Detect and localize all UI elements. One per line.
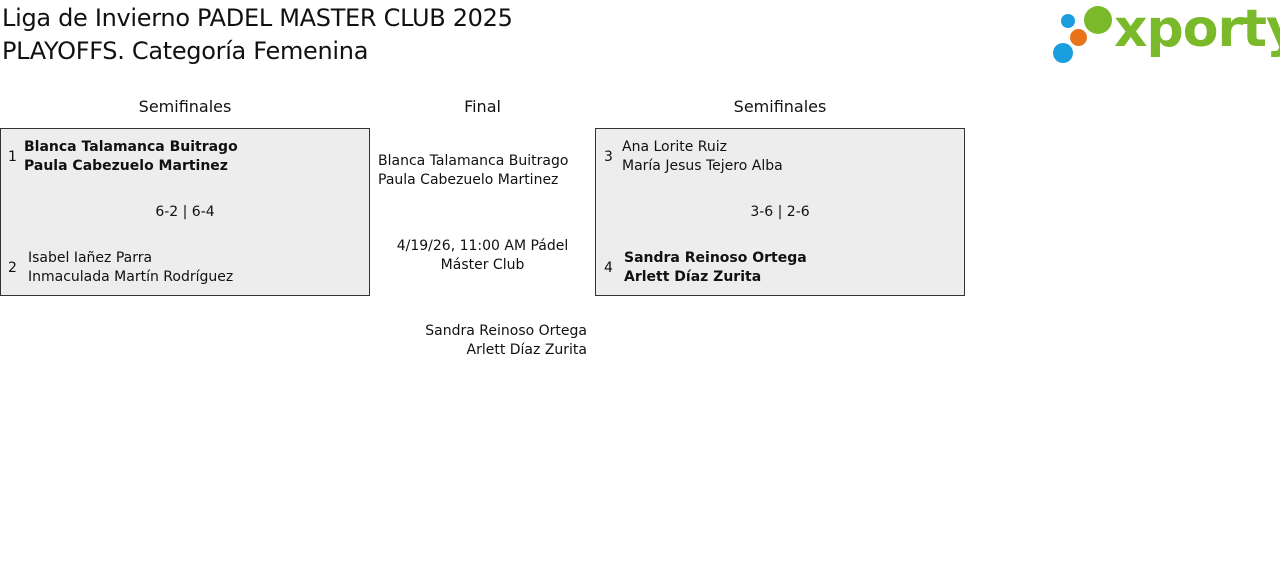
- final-team-bottom: Sandra Reinoso Ortega Arlett Díaz Zurita: [370, 322, 587, 360]
- player-name: Sandra Reinoso Ortega: [624, 250, 807, 266]
- page-subtitle: PLAYOFFS. Categoría Femenina: [2, 37, 369, 65]
- player-name: Inmaculada Martín Rodríguez: [28, 269, 234, 285]
- player-name: Arlett Díaz Zurita: [624, 269, 762, 285]
- player-name: Paula Cabezuelo Martinez: [378, 172, 559, 188]
- seed-number: 2: [8, 260, 17, 276]
- final-venue-cont: Máster Club: [440, 257, 525, 273]
- logo-dot-orange: [1070, 29, 1087, 46]
- final-team-top: Blanca Talamanca Buitrago Paula Cabezuel…: [378, 152, 568, 190]
- player-name: Sandra Reinoso Ortega: [425, 323, 587, 339]
- logo-dot-blue-large: [1053, 43, 1073, 63]
- semifinal-right-match: 3 Ana Lorite Ruiz María Jesus Tejero Alb…: [595, 128, 965, 296]
- page-title: Liga de Invierno PADEL MASTER CLUB 2025: [2, 4, 513, 32]
- right-semifinal-heading: Semifinales: [733, 97, 827, 116]
- player-name: María Jesus Tejero Alba: [622, 158, 783, 174]
- seed-number: 1: [8, 149, 17, 165]
- player-name: Blanca Talamanca Buitrago: [378, 153, 569, 169]
- logo-dot-blue-small: [1061, 14, 1075, 28]
- left-semifinal-heading: Semifinales: [138, 97, 232, 116]
- match-score: 6-2 | 6-4: [155, 204, 215, 220]
- seed-number: 4: [604, 260, 613, 276]
- team-loser: Isabel Iañez Parra Inmaculada Martín Rod…: [28, 249, 233, 287]
- player-name: Ana Lorite Ruiz: [622, 139, 728, 155]
- team-winner: Sandra Reinoso Ortega Arlett Díaz Zurita: [624, 249, 807, 287]
- player-name: Blanca Talamanca Buitrago: [24, 139, 238, 155]
- seed-number: 3: [604, 149, 613, 165]
- match-score: 3-6 | 2-6: [750, 204, 810, 220]
- final-date-venue: 4/19/26, 11:00 AM Pádel: [396, 238, 569, 254]
- team-winner: Blanca Talamanca Buitrago Paula Cabezuel…: [24, 138, 238, 176]
- team-loser: Ana Lorite Ruiz María Jesus Tejero Alba: [622, 138, 783, 176]
- semifinal-left-match: 1 Blanca Talamanca Buitrago Paula Cabezu…: [0, 128, 370, 296]
- final-heading: Final: [464, 97, 501, 116]
- final-schedule: 4/19/26, 11:00 AM Pádel Máster Club: [370, 237, 595, 275]
- logo-dot-green: [1084, 6, 1112, 34]
- logo-wordmark: xporty: [1114, 0, 1280, 59]
- player-name: Isabel Iañez Parra: [28, 250, 153, 266]
- xporty-logo: xporty: [1050, 0, 1280, 66]
- player-name: Paula Cabezuelo Martinez: [24, 158, 228, 174]
- player-name: Arlett Díaz Zurita: [466, 342, 588, 358]
